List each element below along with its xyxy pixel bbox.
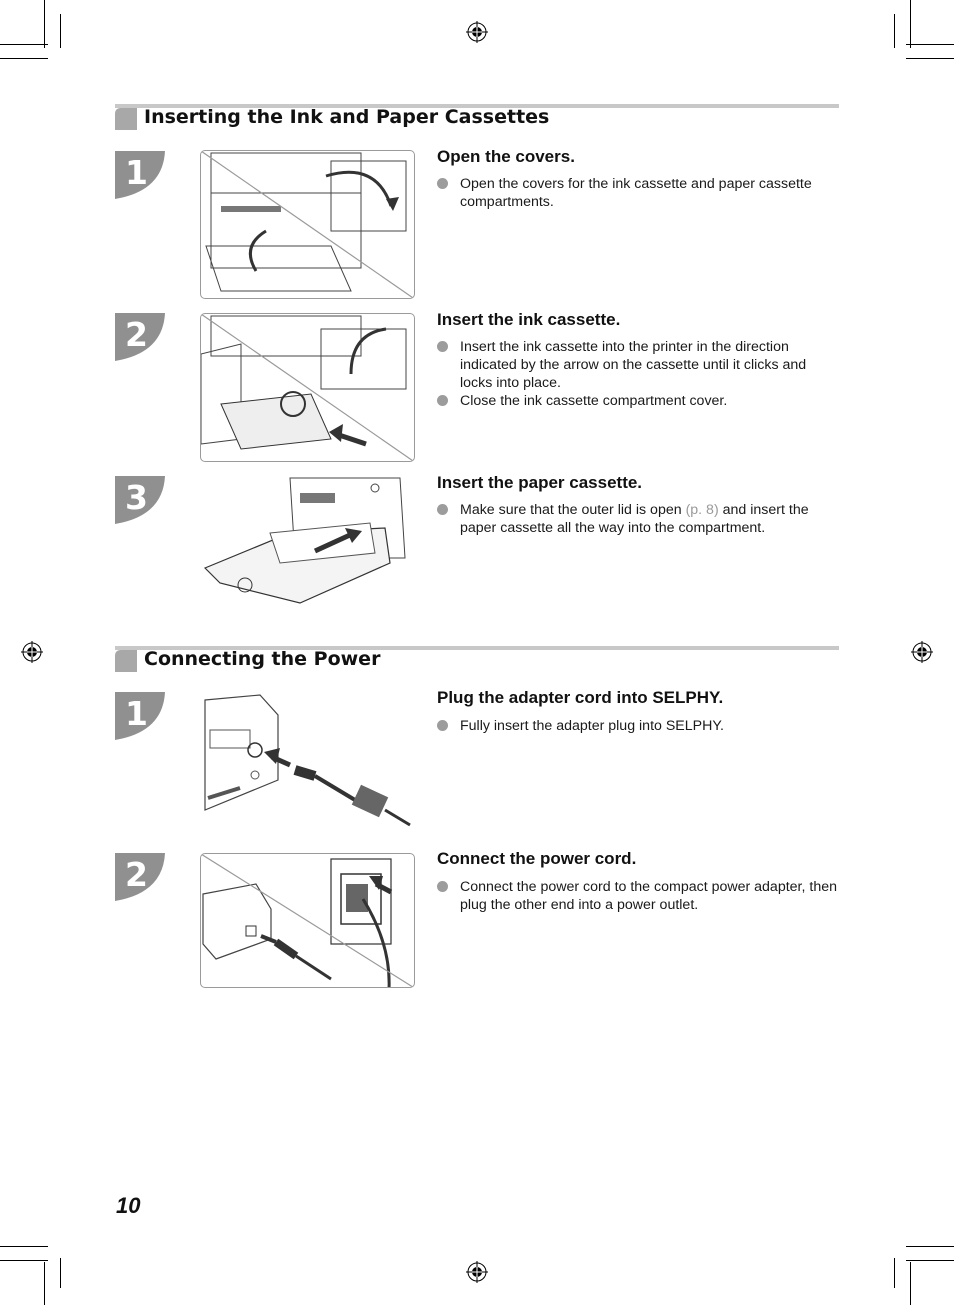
- instruction-text: and insert the paper cassette all the wa…: [460, 502, 809, 536]
- instruction-item: Insert the ink cassette into the printer…: [437, 338, 837, 392]
- step-instructions: Open the covers for the ink cassette and…: [437, 175, 837, 211]
- page-reference-link[interactable]: (p. 8): [685, 502, 719, 518]
- instruction-item: Connect the power cord to the compact po…: [437, 878, 837, 914]
- registration-mark-icon: [466, 21, 488, 43]
- step-instructions: Connect the power cord to the compact po…: [437, 878, 837, 914]
- step-number: 2: [125, 855, 148, 894]
- step-title: Connect the power cord.: [437, 849, 637, 868]
- instruction-item: Open the covers for the ink cassette and…: [437, 175, 837, 211]
- step-number: 3: [125, 478, 148, 517]
- step-instructions: Make sure that the outer lid is open (p.…: [437, 501, 837, 537]
- step-number-badge: 1: [115, 692, 165, 740]
- page-number: 10: [116, 1193, 141, 1218]
- adapter-plug-illustration: [200, 690, 415, 832]
- step-title: Open the covers.: [437, 147, 575, 166]
- instruction-item: Close the ink cassette compartment cover…: [437, 392, 837, 410]
- instruction-item: Fully insert the adapter plug into SELPH…: [437, 717, 837, 735]
- step-number-badge: 2: [115, 853, 165, 901]
- printer-open-covers-illustration: [200, 150, 415, 299]
- step-title: Insert the ink cassette.: [437, 310, 621, 329]
- instruction-item: Make sure that the outer lid is open (p.…: [437, 501, 837, 537]
- section-rule: [115, 104, 839, 108]
- step-number: 1: [125, 153, 148, 192]
- registration-mark-icon: [466, 1261, 488, 1283]
- step-number: 1: [125, 694, 148, 733]
- step-title: Plug the adapter cord into SELPHY.: [437, 688, 724, 707]
- ink-cassette-insert-illustration: [200, 313, 415, 462]
- registration-mark-icon: [21, 641, 43, 663]
- registration-mark-icon: [911, 641, 933, 663]
- section-title: Connecting the Power: [144, 648, 381, 670]
- step-title: Insert the paper cassette.: [437, 473, 643, 492]
- step-number-badge: 1: [115, 151, 165, 199]
- section-rule: [115, 646, 839, 650]
- step-instructions: Fully insert the adapter plug into SELPH…: [437, 717, 837, 735]
- section-tab-icon: [115, 108, 137, 130]
- step-number: 2: [125, 315, 148, 354]
- instruction-text: Make sure that the outer lid is open: [460, 502, 686, 518]
- section-title: Inserting the Ink and Paper Cassettes: [144, 106, 550, 128]
- power-outlet-illustration: [200, 853, 415, 988]
- step-instructions: Insert the ink cassette into the printer…: [437, 338, 837, 410]
- section-tab-icon: [115, 650, 137, 672]
- step-number-badge: 2: [115, 313, 165, 361]
- step-number-badge: 3: [115, 476, 165, 524]
- paper-cassette-insert-illustration: [200, 473, 415, 613]
